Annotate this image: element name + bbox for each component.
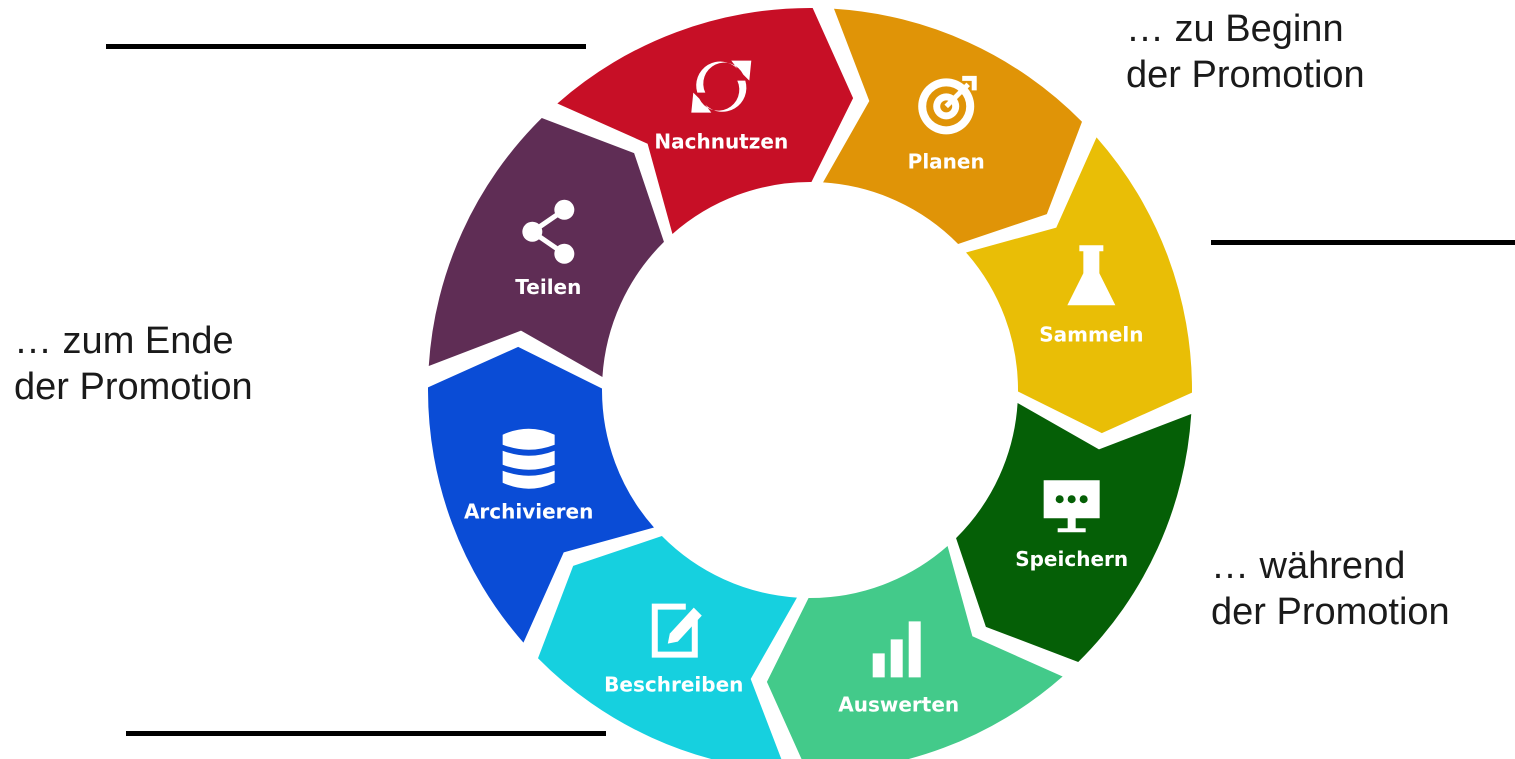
database-icon [502,428,555,489]
cycle-segment-archivieren [428,346,654,643]
segment-label-planen: Planen [908,149,985,173]
segment-label-beschreiben: Beschreiben [604,673,743,697]
cycle-segment-teilen [428,118,664,377]
bar-chart-icon [872,621,921,678]
segment-label-sammeln: Sammeln [1039,322,1143,346]
divider-line-top-left [106,44,586,49]
segment-label-auswerten: Auswerten [838,692,959,716]
target-icon [918,75,977,135]
phase-label-end: … zum Ende der Promotion [14,318,253,410]
segment-label-archivieren: Archivieren [464,500,593,524]
phase-label-begin: … zu Beginn der Promotion [1126,6,1365,98]
flask-icon [1067,245,1116,306]
divider-line-right [1211,240,1515,245]
cycle-segment-nachnutzen [557,8,854,234]
phase-begin-line2: der Promotion [1126,54,1365,96]
share-icon [522,199,575,264]
refresh-icon [691,60,752,113]
phase-begin-line1: … zu Beginn [1126,8,1344,50]
monitor-icon [1043,480,1100,533]
phase-end-line2: der Promotion [14,366,253,408]
cycle-segment-speichern [956,403,1192,662]
phase-during-line2: der Promotion [1211,591,1450,633]
segment-label-speichern: Speichern [1015,547,1128,571]
cycle-segment-beschreiben [538,536,797,759]
phase-during-line1: … während [1211,545,1406,587]
segment-label-teilen: Teilen [515,275,581,299]
edit-icon [651,603,702,658]
divider-line-bottom-left [126,731,606,736]
segment-label-nachnutzen: Nachnutzen [654,130,788,154]
phase-end-line1: … zum Ende [14,320,234,362]
phase-label-during: … während der Promotion [1211,543,1450,635]
